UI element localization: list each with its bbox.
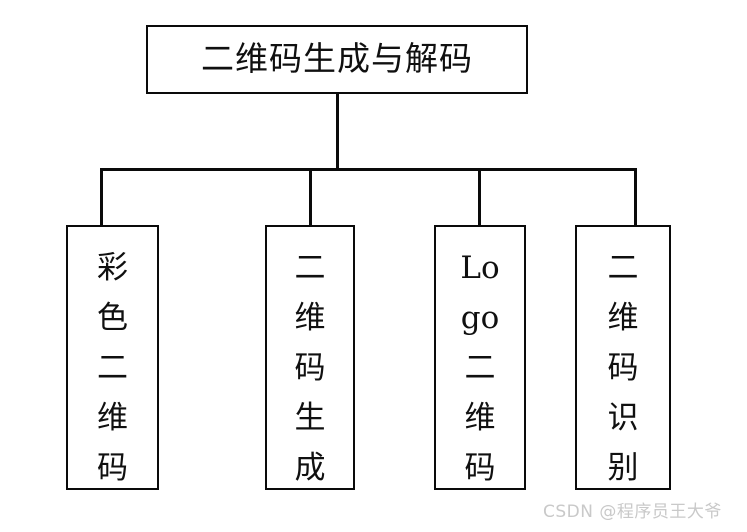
connector-drop-child-2 bbox=[309, 168, 312, 227]
node-child-qrcode-recognize: 二维码识别 bbox=[575, 225, 671, 490]
connector-horizontal-bus bbox=[100, 168, 637, 171]
connector-drop-child-3 bbox=[478, 168, 481, 227]
connector-stem-vertical bbox=[336, 94, 339, 171]
node-child-2-label: 二维码生成 bbox=[294, 250, 326, 486]
node-root-label: 二维码生成与解码 bbox=[201, 38, 473, 78]
node-child-logo-qrcode: Logo二维码 bbox=[434, 225, 526, 490]
node-child-1-label: 彩色二维码 bbox=[96, 250, 128, 486]
connector-drop-child-4 bbox=[634, 168, 637, 227]
csdn-watermark: CSDN @程序员王大爷 bbox=[543, 502, 722, 522]
connector-drop-child-1 bbox=[100, 168, 103, 227]
node-child-qrcode-generate: 二维码生成 bbox=[265, 225, 355, 490]
node-root: 二维码生成与解码 bbox=[146, 25, 528, 94]
node-child-3-label: Logo二维码 bbox=[460, 250, 500, 486]
node-child-4-label: 二维码识别 bbox=[607, 250, 639, 486]
node-child-color-qrcode: 彩色二维码 bbox=[66, 225, 159, 490]
